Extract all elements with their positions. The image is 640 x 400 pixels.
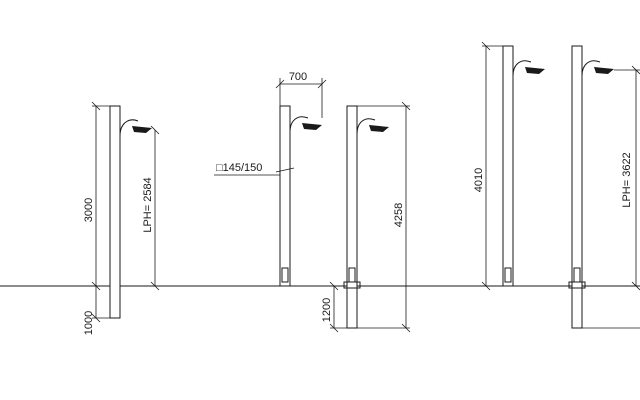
pole-4-luminaire bbox=[525, 67, 545, 74]
pole-3: 4258 1200 bbox=[321, 101, 411, 333]
pole-5: LPH= 3622 bbox=[568, 45, 640, 329]
pole-1-luminaire bbox=[132, 126, 152, 133]
pole-2-section-label: □145/150 bbox=[216, 162, 262, 174]
pole-5-base-flange bbox=[568, 281, 586, 289]
pole-5-bracket-arm bbox=[581, 60, 601, 77]
pole-3-base-flange bbox=[343, 281, 361, 289]
dim-tick bbox=[631, 65, 640, 75]
pole-2-break-mark bbox=[275, 167, 295, 173]
pole-4-base-door bbox=[504, 267, 512, 283]
pole-2-luminaire bbox=[302, 123, 322, 130]
pole-1-embed-label: 1000 bbox=[83, 311, 95, 335]
pole-4: 4010 bbox=[473, 41, 545, 291]
pole-3-luminaire bbox=[369, 125, 389, 132]
pole-5-luminaire bbox=[594, 67, 614, 74]
pole-5-lph-label: LPH= 3622 bbox=[621, 152, 633, 207]
pole-1-bracket-arm bbox=[119, 119, 139, 137]
pole-1: 3000 1000 LPH= 2584 bbox=[83, 101, 160, 335]
pole-3-embed-label: 1200 bbox=[321, 298, 333, 322]
pole-2: 700 □145/150 bbox=[214, 71, 327, 287]
dim-tick bbox=[481, 41, 491, 51]
dim-tick bbox=[401, 101, 411, 111]
dim-tick bbox=[329, 281, 339, 291]
pole-2-arm-label: 700 bbox=[289, 71, 307, 83]
dim-tick bbox=[631, 281, 640, 291]
dim-tick bbox=[275, 79, 285, 89]
dim-tick bbox=[150, 125, 160, 135]
dim-tick bbox=[150, 281, 160, 291]
dim-tick bbox=[481, 281, 491, 291]
pole-3-height-label: 4258 bbox=[393, 203, 405, 227]
pole-1-shaft bbox=[109, 105, 121, 319]
pole-2-bracket-arm bbox=[289, 116, 309, 133]
pole-4-shaft bbox=[502, 45, 514, 287]
pole-5-shaft bbox=[571, 45, 583, 329]
dim-tick bbox=[317, 79, 327, 89]
pole-3-shaft bbox=[346, 105, 358, 329]
pole-2-base-door bbox=[281, 267, 289, 283]
pole-1-height-label: 3000 bbox=[83, 198, 95, 222]
pole-4-height-label: 4010 bbox=[473, 168, 485, 192]
pole-4-bracket-arm bbox=[512, 60, 532, 77]
pole-1-lph-label: LPH= 2584 bbox=[142, 177, 154, 232]
pole-3-bracket-arm bbox=[356, 118, 376, 135]
pole-2-shaft bbox=[279, 105, 291, 287]
